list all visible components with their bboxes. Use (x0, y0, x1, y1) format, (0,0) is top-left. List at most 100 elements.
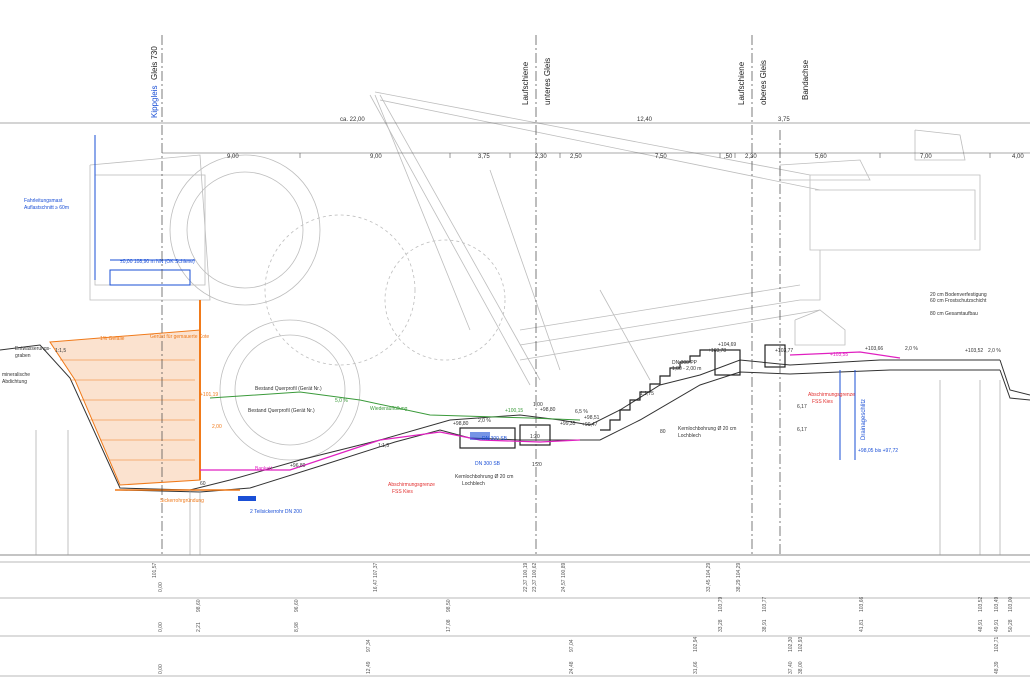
sta-r3-0: 0,00 (158, 664, 164, 674)
sta-r1-12: 38,29 (736, 579, 742, 592)
note-el-4: +98,51 (584, 415, 600, 421)
note-el-13: +103,77 (775, 348, 793, 354)
note-slope-3: 1:1,75 (640, 391, 654, 397)
sta-r3-10: 102,93 (798, 636, 804, 652)
sta-r1-4: 22,37 (523, 579, 529, 592)
sta-r2-2: 98,60 (196, 599, 202, 612)
sta-r2-18: 103,00 (1008, 596, 1014, 612)
note-el-12: +103,78 (708, 348, 726, 354)
note-wiederauffuellung: Wiederauffüllung (370, 406, 408, 412)
sta-r2-14: 103,52 (978, 596, 984, 612)
dim-seg-10: 7,00 (920, 154, 932, 160)
note-dn-2: DN 300 PP (672, 360, 698, 366)
dim-seg-3: 3,75 (478, 154, 490, 160)
note-slope-4: 1:20 (530, 434, 540, 440)
note-pct-1: 2,0 % (478, 418, 491, 424)
green-fill-line (209, 391, 581, 421)
stair-structure (459, 344, 786, 449)
dim-seg-4: 2,30 (535, 154, 547, 160)
note-entwaesserung-1: Entwässerungs- (15, 346, 51, 352)
pink-boundary-line-2 (789, 351, 901, 359)
sta-r2-17: 50,28 (1008, 619, 1014, 632)
dim-seg-11: 4,00 (1012, 154, 1024, 160)
dim-seg-8: 2,30 (745, 154, 757, 160)
note-pct-2: 2,0 % (905, 346, 918, 352)
note-geruest: Gerüst für gemauerte Kote (150, 334, 209, 340)
axis-label-laufschiene-2: Laufschiene (737, 61, 746, 105)
dim-total-2: 12,40 (637, 117, 653, 123)
note-bodenv-2: 60 cm Frostschutzschicht (930, 298, 987, 304)
axis-label-unteres-gleis: unteres Gleis (543, 58, 552, 105)
blue-catenary-mast (94, 135, 856, 460)
dimension-lines (0, 122, 1030, 158)
note-pct-4: 5,0 % (335, 398, 348, 404)
note-dim-80: 80 (660, 429, 666, 435)
orange-sealing-zone (49, 300, 240, 491)
note-entwaesserung-2: graben (15, 353, 31, 359)
axis-label-oberes-gleis: oberes Gleis (759, 60, 768, 105)
note-el-7: +96,80 (290, 463, 306, 469)
note-bestand-1: Bestand Querprofil (Gerät Nr.) (255, 386, 322, 392)
note-dn-1: DN 300 SB (475, 461, 501, 467)
dim-total-1: ca. 22,00 (340, 117, 365, 123)
sta-r2-0: 0,00 (158, 622, 164, 632)
note-dim-617a: 6,17 (797, 404, 807, 410)
note-dim-200: 2,00 (212, 424, 222, 430)
axis-label-kippgleis: Kippgleis (150, 86, 159, 118)
note-teilsicker: 2 Teilsickerrohr DN 200 (250, 509, 302, 515)
sta-r1-11: 104,29 (706, 562, 712, 578)
note-kern-3: Kernlochbohrung Ø 20 cm (678, 426, 736, 432)
stationing-grid (0, 561, 1030, 677)
dim-seg-2: 9,00 (370, 154, 382, 160)
note-ok-schiene: ±0,00 108,90 m NN (OK Schiene) (120, 259, 195, 265)
note-el-5: +99,35 (560, 421, 576, 427)
note-sicker: Sickerrohrgründung (160, 498, 204, 504)
dim-seg-1: 9,00 (227, 154, 239, 160)
note-el-11: +104,69 (718, 342, 736, 348)
axis-label-laufschiene-1: Laufschiene (521, 61, 530, 105)
note-el-2: +100,15 (505, 408, 523, 414)
sta-r3-1: 12,49 (366, 661, 372, 674)
note-el-1: +98,80 (453, 421, 469, 427)
note-el-9: +103,66 (865, 346, 883, 352)
pink-boundary-line (200, 431, 581, 471)
sta-r1-8: 24,57 (561, 579, 567, 592)
sta-r3-12: 102,71 (994, 636, 1000, 652)
note-kern-4: Lochblech (678, 433, 701, 439)
note-bodenv-1: 20 cm Bodenverfestigung (930, 292, 987, 298)
note-fahrleitung-2: Auflastschnitt ≥ 60m (24, 205, 69, 211)
note-el-6: +99,47 (582, 422, 598, 428)
dim-seg-9: 5,60 (815, 154, 827, 160)
axis-label-bandachse: Bandachse (801, 59, 810, 100)
note-el-14: +103,55 (830, 352, 848, 358)
note-slope-2: 1:1,5 (378, 443, 389, 449)
note-pct-3: 2,0 % (988, 348, 1001, 354)
sta-r2-7: 33,28 (718, 619, 724, 632)
sta-r3-3: 24,48 (569, 661, 575, 674)
note-dn-4: DN 300 SB (482, 436, 508, 442)
sta-r1-9: 100,89 (561, 562, 567, 578)
sta-r2-11: 41,81 (859, 619, 865, 632)
sta-r2-4: 96,60 (294, 599, 300, 612)
dim-seg-7: ,50 (724, 154, 733, 160)
sta-r2-15: 49,91 (994, 619, 1000, 632)
sta-r2-8: 103,79 (718, 596, 724, 612)
dim-seg-5: 2,50 (570, 154, 582, 160)
note-slope-1: 1:1,5 (55, 348, 66, 354)
axis-lines (161, 35, 781, 555)
sta-r2-5: 17,08 (446, 619, 452, 632)
sta-r3-5: 31,66 (693, 661, 699, 674)
sta-r1-13: 104,29 (736, 562, 742, 578)
sta-r3-11: 48,39 (994, 661, 1000, 674)
note-drain: Drainageschlitz (861, 399, 867, 440)
note-fahrleitung-1: Fahrleitungsmast (24, 198, 63, 204)
sta-r2-9: 38,91 (762, 619, 768, 632)
note-el-10: +103,52 (965, 348, 983, 354)
note-slope-5: 1:20 (532, 462, 542, 468)
sta-r1-5: 100,19 (523, 562, 529, 578)
note-el-3: +98,80 (540, 407, 556, 413)
sta-r1-6: 23,37 (532, 579, 538, 592)
note-el-15: +98,05 bis +97,72 (858, 448, 898, 454)
dim-seg-6: 7,50 (655, 154, 667, 160)
sta-r1-0: 0,00 (158, 582, 164, 592)
